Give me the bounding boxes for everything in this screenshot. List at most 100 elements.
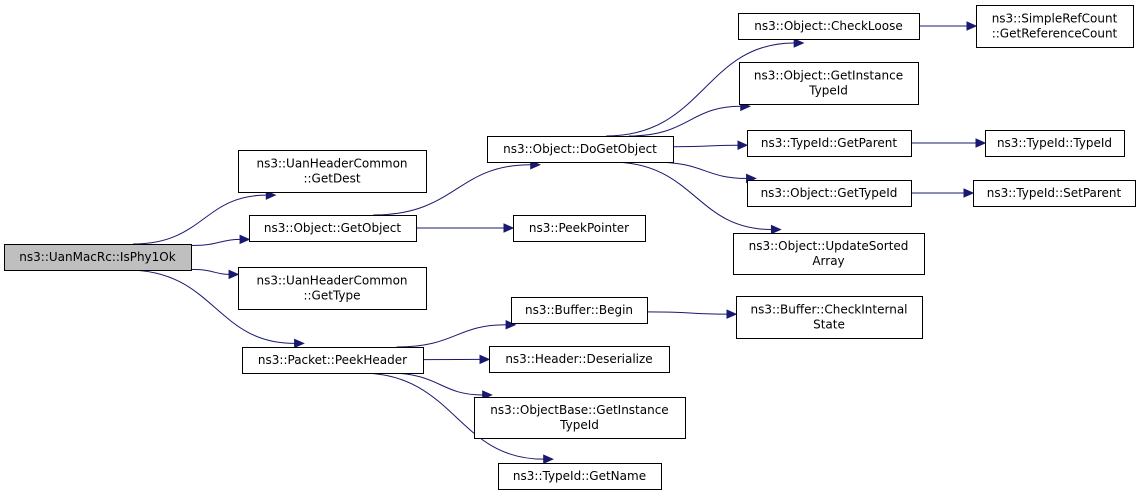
node-box (976, 5, 1134, 48)
arrowhead (963, 188, 975, 198)
node-label: ns3::Object::GetTypeId (761, 186, 898, 200)
node-box (985, 130, 1125, 157)
edge-peekheader-to-buffer_begin (396, 320, 517, 348)
node-getparent[interactable]: ns3::TypeId::GetParent (747, 130, 912, 157)
node-label: ns3::Object::UpdateSorted (749, 239, 909, 253)
node-box (733, 233, 925, 275)
node-box (739, 62, 919, 105)
edge-getobject-to-peekpointer (416, 223, 515, 233)
edge-dogetobject-to-obj_gettypeid (653, 161, 757, 184)
node-label: State (813, 318, 845, 332)
node-label: ns3::Object::CheckLoose (754, 19, 902, 33)
node-deserialize[interactable]: ns3::Header::Deserialize (489, 346, 670, 373)
edge-dogetobject-to-checkloose (606, 38, 805, 137)
node-label: ns3::TypeId::TypeId (997, 136, 1112, 150)
node-box (498, 463, 662, 490)
node-label: ns3::SimpleRefCount (992, 12, 1118, 26)
arrowhead (770, 224, 782, 235)
arrowhead (966, 21, 978, 31)
arrowhead (479, 354, 491, 365)
arrowhead (793, 38, 805, 48)
function-nodes: ns3::UanMacRc::IsPhy1Okns3::UanHeaderCom… (4, 5, 1136, 490)
node-dogetobject[interactable]: ns3::Object::DoGetObject (487, 136, 674, 163)
edge-checkloose-to-getreferencecount (919, 21, 978, 31)
arrowhead (482, 390, 493, 400)
node-label: ns3::Packet::PeekHeader (258, 353, 407, 367)
arrowhead (503, 223, 515, 233)
node-getname[interactable]: ns3::TypeId::GetName (498, 463, 662, 490)
node-peekheader[interactable]: ns3::Packet::PeekHeader (242, 347, 424, 374)
arrowhead (726, 309, 738, 319)
arrowhead (975, 138, 987, 148)
node-label: TypeId (559, 418, 599, 432)
edge-peekheader-to-deserialize (422, 354, 491, 365)
node-checkloose[interactable]: ns3::Object::CheckLoose (738, 13, 920, 40)
node-box (249, 215, 417, 242)
node-gettype[interactable]: ns3::UanHeaderCommon::GetType (238, 267, 427, 310)
arrowhead (228, 269, 240, 280)
node-box (738, 13, 920, 40)
node-box (487, 136, 674, 163)
edge-dogetobject-to-getparent (672, 140, 749, 150)
node-box (511, 297, 648, 324)
node-box (242, 347, 424, 374)
arrowhead (265, 190, 277, 200)
node-getdest[interactable]: ns3::UanHeaderCommon::GetDest (238, 150, 427, 193)
arrowhead (294, 338, 305, 349)
arrowhead (505, 320, 517, 330)
arrowhead (239, 234, 251, 245)
node-label: ns3::ObjectBase::GetInstance (490, 403, 668, 417)
node-label: ::GetReferenceCount (992, 27, 1118, 41)
node-label: TypeId (808, 84, 848, 98)
node-box (238, 150, 427, 193)
node-typeid_typeid[interactable]: ns3::TypeId::TypeId (985, 130, 1125, 157)
node-label: ns3::Object::GetInstance (754, 69, 903, 83)
node-box (238, 267, 427, 310)
node-peekpointer[interactable]: ns3::PeekPointer (513, 215, 646, 242)
node-label: ns3::TypeId::SetParent (987, 186, 1122, 200)
node-label: ns3::UanHeaderCommon (256, 157, 407, 171)
edge-ismphy1ok-to-getdest (132, 190, 277, 245)
node-getobject[interactable]: ns3::Object::GetObject (249, 215, 417, 242)
node-box (747, 130, 912, 157)
node-box (489, 346, 670, 373)
edge-peekheader-to-objectbase_getinstancetypeid (388, 372, 493, 400)
edge-ismphy1ok-to-gettype (190, 268, 240, 280)
arrowhead (737, 140, 749, 150)
node-label: ns3::TypeId::GetParent (761, 136, 897, 150)
node-box (513, 215, 646, 242)
edge-obj_gettypeid-to-setparent (911, 188, 975, 198)
node-label: ::GetType (303, 289, 360, 303)
edge-buffer_begin-to-checkinternalstate (646, 309, 738, 319)
node-box (736, 296, 923, 339)
edge-peekheader-to-getname (360, 372, 554, 464)
node-label: ns3::Object::DoGetObject (503, 142, 657, 156)
arrowhead (543, 454, 554, 464)
call-edges (127, 21, 987, 464)
node-label: ns3::Object::GetObject (264, 221, 402, 235)
node-label: ::GetDest (303, 172, 360, 186)
node-label: ns3::Header::Deserialize (505, 352, 652, 366)
node-getreferencecount[interactable]: ns3::SimpleRefCount::GetReferenceCount (976, 5, 1134, 48)
node-setparent[interactable]: ns3::TypeId::SetParent (973, 180, 1136, 207)
node-label: Array (812, 254, 844, 268)
node-label: ns3::Buffer::CheckInternal (750, 303, 907, 317)
node-ismphy1ok[interactable]: ns3::UanMacRc::IsPhy1Ok (4, 244, 192, 271)
node-label: ns3::Buffer::Begin (525, 303, 633, 317)
edge-dogetobject-to-getinstancetypeid (628, 101, 751, 137)
edge-dogetobject-to-updatesortedarray (610, 161, 782, 235)
node-label: ns3::PeekPointer (529, 221, 629, 235)
node-buffer_begin[interactable]: ns3::Buffer::Begin (511, 297, 648, 324)
edge-getparent-to-typeid_typeid (910, 138, 987, 148)
node-label: ns3::UanHeaderCommon (256, 274, 407, 288)
node-box (973, 180, 1136, 207)
node-label: ns3::UanMacRc::IsPhy1Ok (19, 250, 175, 264)
node-label: ns3::TypeId::GetName (513, 469, 646, 483)
node-obj_gettypeid[interactable]: ns3::Object::GetTypeId (747, 180, 912, 207)
node-box (474, 397, 686, 439)
